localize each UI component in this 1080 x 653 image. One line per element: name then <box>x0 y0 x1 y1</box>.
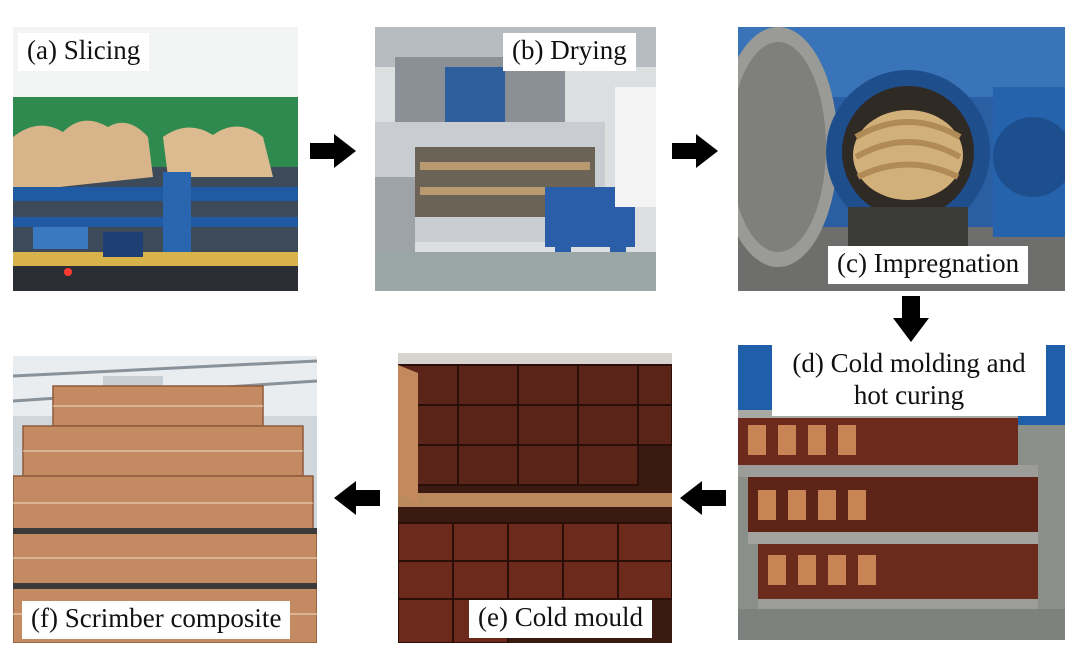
arrow-down-icon <box>893 296 929 342</box>
slicing-photo <box>13 27 298 291</box>
drying-photo <box>375 27 656 291</box>
step-label-cold-molding-hot-curing: (d) Cold molding and hot curing <box>772 345 1046 416</box>
arrow-right-icon <box>310 134 356 168</box>
step-label-line-2: hot curing <box>853 380 965 411</box>
arrow-right-icon <box>672 134 718 168</box>
panel-drying: (b) Drying <box>375 27 656 291</box>
step-label-impregnation: (c) Impregnation <box>828 246 1029 284</box>
step-label-line-1: (d) Cold molding and <box>792 348 1026 378</box>
step-label-slicing: (a) Slicing <box>18 33 150 71</box>
step-label-scrimber-composite: (f) Scrimber composite <box>22 601 291 639</box>
step-label-drying: (b) Drying <box>503 33 636 71</box>
arrow-left-icon <box>334 481 380 515</box>
panel-slicing: (a) Slicing <box>13 27 298 291</box>
panel-cold-mould: (e) Cold mould <box>398 353 672 643</box>
scrimber-composite-photo <box>13 356 317 643</box>
panel-scrimber-composite: (f) Scrimber composite <box>13 356 317 643</box>
panel-cold-molding-hot-curing: (d) Cold molding and hot curing <box>738 345 1065 640</box>
arrow-left-icon <box>680 481 726 515</box>
step-label-cold-mould: (e) Cold mould <box>469 600 652 638</box>
panel-impregnation: (c) Impregnation <box>738 27 1065 291</box>
